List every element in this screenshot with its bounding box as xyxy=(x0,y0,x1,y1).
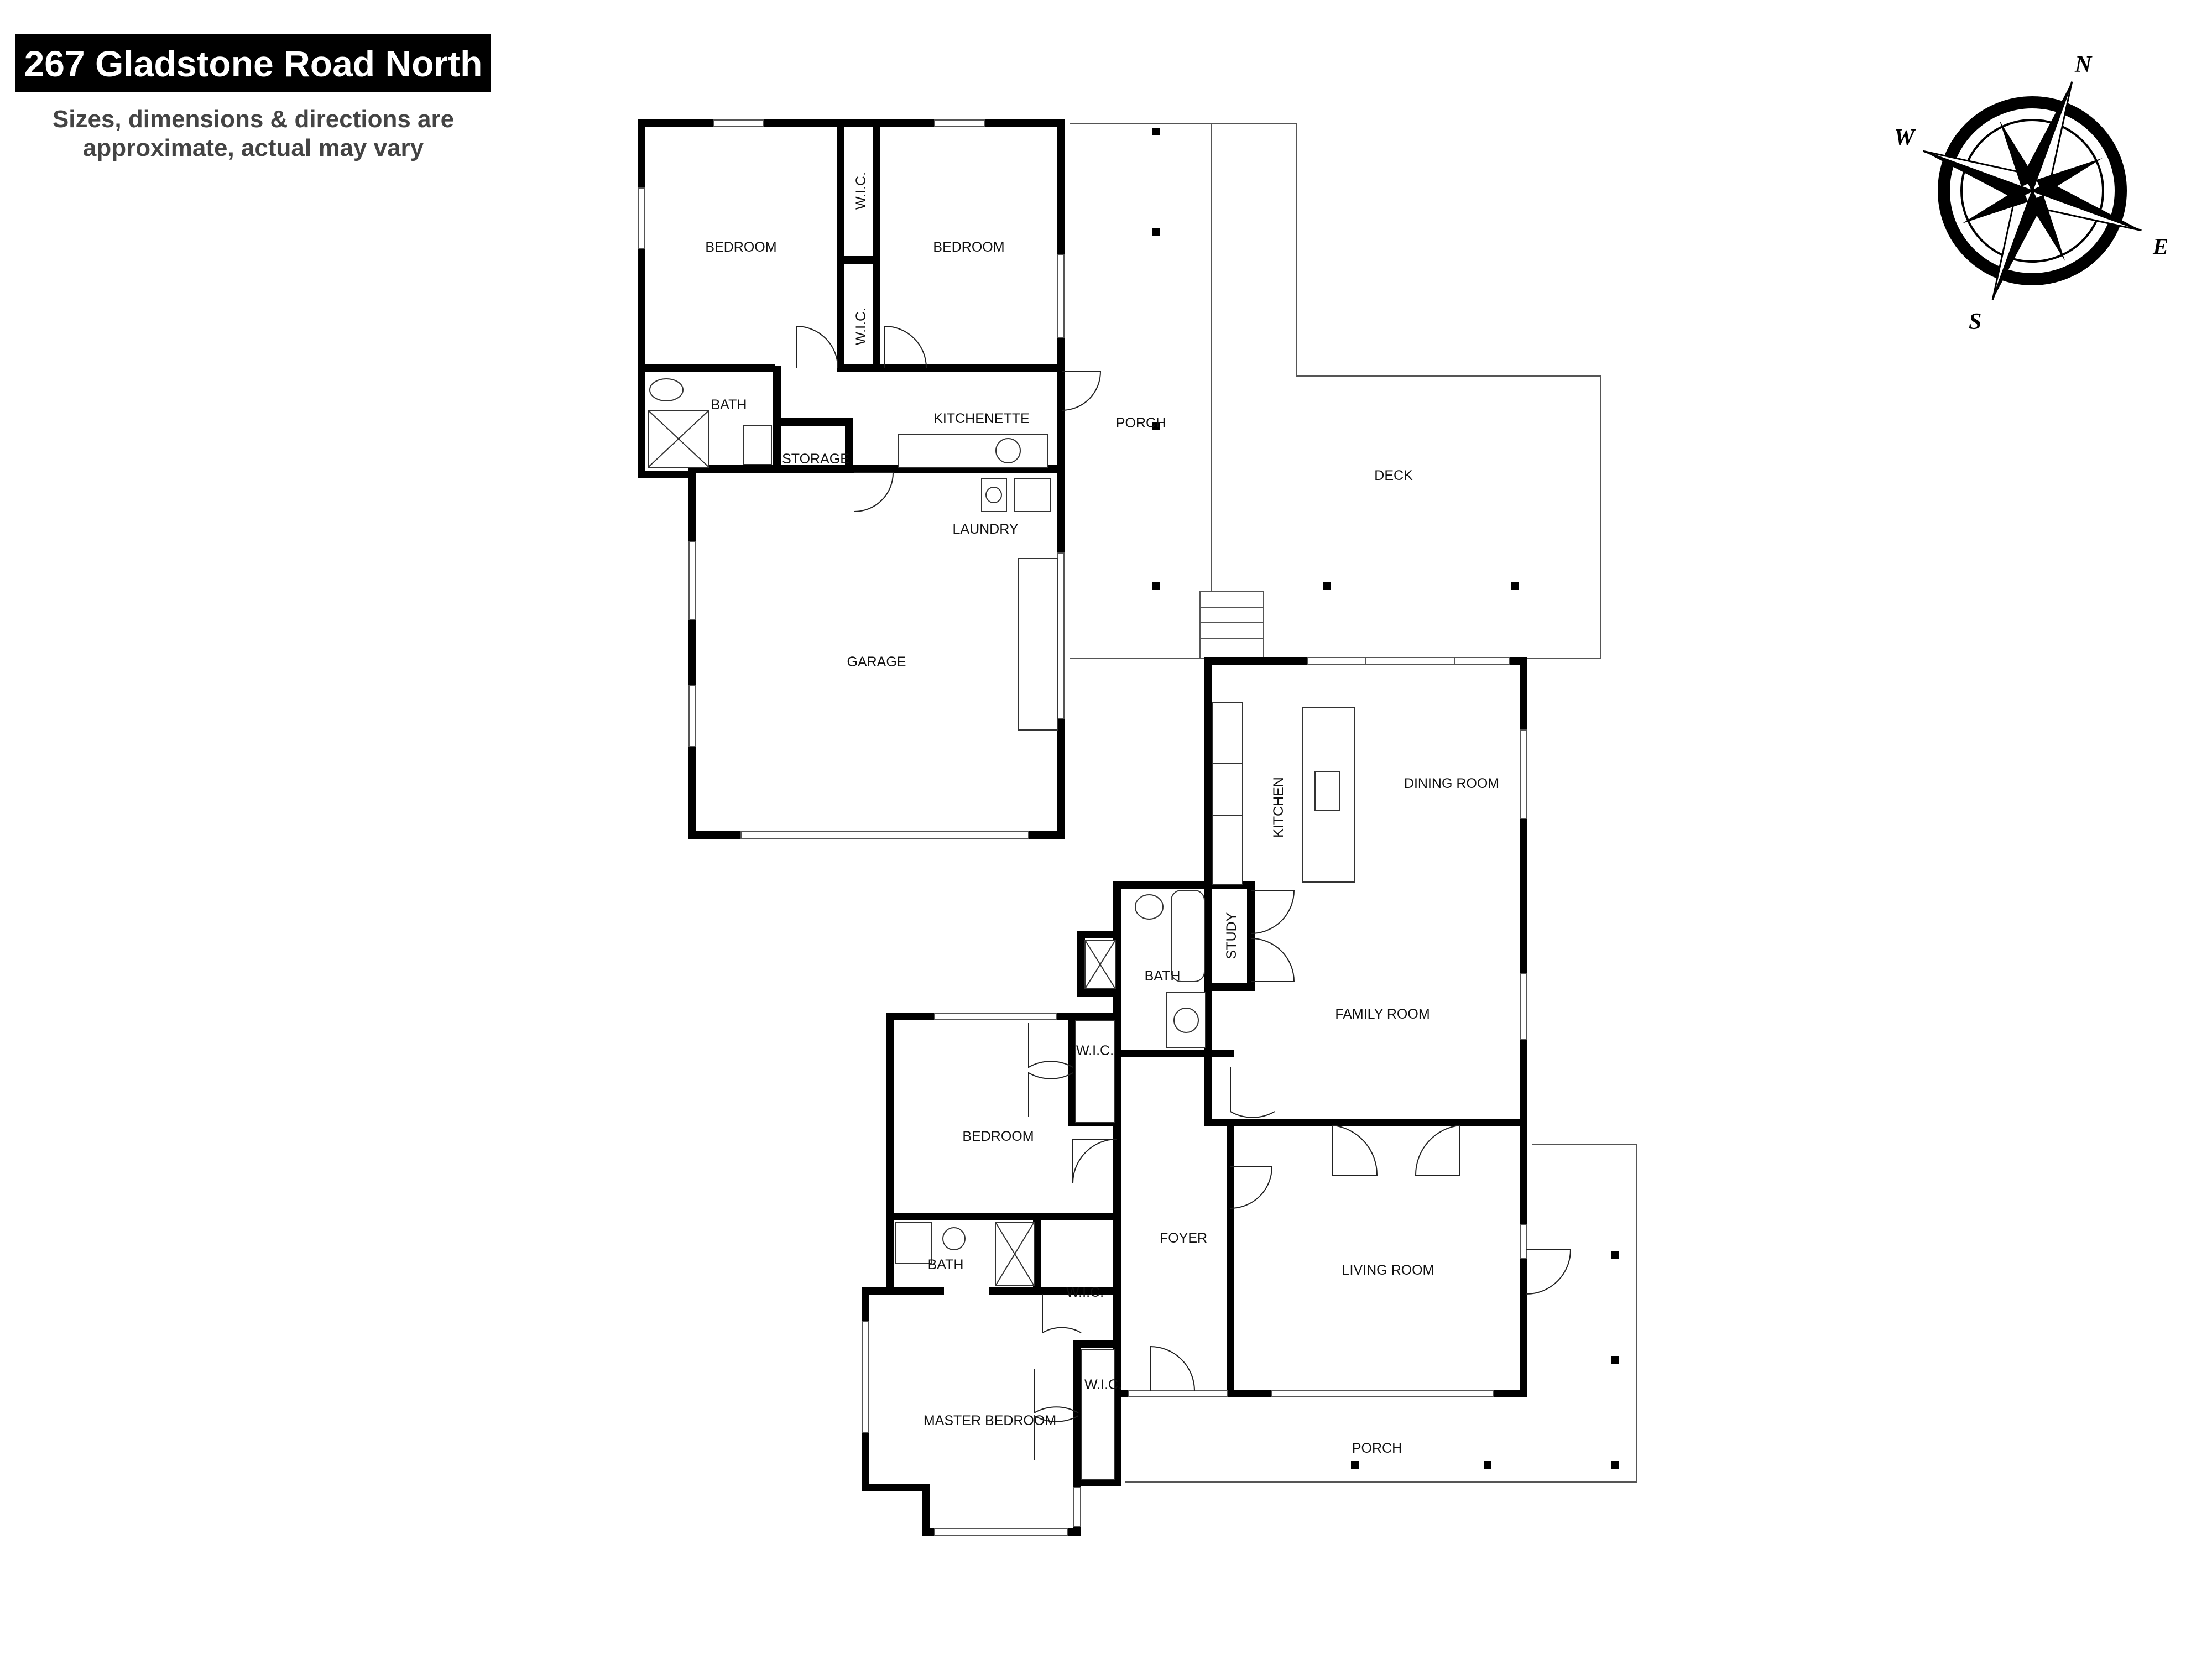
bathtub xyxy=(1171,890,1205,982)
sink-icon xyxy=(743,425,772,465)
label-bedroom-nw: BEDROOM xyxy=(705,239,776,255)
post xyxy=(1152,582,1160,590)
label-wic-master-top: W.I.C. xyxy=(1066,1285,1104,1300)
label-study: STUDY xyxy=(1224,912,1239,959)
label-porch-bottom: PORCH xyxy=(1352,1441,1402,1456)
label-family-room: FAMILY ROOM xyxy=(1335,1006,1430,1022)
post xyxy=(1152,228,1160,236)
compass-n: N xyxy=(2074,52,2093,77)
post xyxy=(1484,1461,1491,1469)
label-kitchen: KITCHEN xyxy=(1271,777,1286,838)
label-bedroom-ne: BEDROOM xyxy=(933,239,1004,255)
doors xyxy=(796,325,1572,1460)
label-bath-top: BATH xyxy=(711,397,747,413)
post xyxy=(1152,422,1160,430)
post xyxy=(1611,1461,1619,1469)
label-laundry: LAUNDRY xyxy=(952,521,1018,537)
garage-bench xyxy=(1018,558,1058,731)
label-dining-room: DINING ROOM xyxy=(1404,776,1499,791)
cooktop xyxy=(1212,763,1243,816)
toilet-icon xyxy=(1135,894,1164,920)
label-master-bedroom: MASTER BEDROOM xyxy=(924,1413,1056,1428)
label-wic-mid: W.I.C. xyxy=(853,307,869,345)
washer xyxy=(1014,478,1051,512)
compass-rose-icon: N E S W xyxy=(1894,52,2168,335)
fixtures xyxy=(648,378,1355,1480)
post xyxy=(1323,582,1331,590)
label-bath-mid: BATH xyxy=(1145,968,1181,984)
page-title: 267 Gladstone Road North xyxy=(15,34,491,92)
wardrobe-rail xyxy=(1075,1020,1115,1123)
label-foyer: FOYER xyxy=(1160,1230,1207,1246)
title-text: 267 Gladstone Road North xyxy=(24,43,483,84)
label-wic-top: W.I.C. xyxy=(853,172,869,210)
sink-icon xyxy=(995,438,1021,463)
label-storage: STORAGE xyxy=(782,451,849,467)
post xyxy=(1152,128,1160,135)
post xyxy=(1511,582,1519,590)
compass-s: S xyxy=(1969,309,1981,335)
kitchenette-counter xyxy=(898,434,1048,468)
label-porch-top: PORCH xyxy=(1116,415,1166,431)
wardrobe-rail xyxy=(1081,1349,1115,1480)
compass-w: W xyxy=(1894,125,1916,150)
room-labels: BEDROOM BEDROOM W.I.C. W.I.C. BATH KITCH… xyxy=(705,172,1499,1456)
disclaimer-line-2: approximate, actual may vary xyxy=(82,134,424,161)
label-bedroom-sw: BEDROOM xyxy=(962,1129,1034,1144)
label-kitchenette: KITCHENETTE xyxy=(933,411,1030,426)
disclaimer-line-1: Sizes, dimensions & directions are xyxy=(52,106,455,133)
compass-e: E xyxy=(2152,234,2168,260)
label-living-room: LIVING ROOM xyxy=(1342,1262,1434,1278)
post xyxy=(1611,1356,1619,1364)
label-deck: DECK xyxy=(1374,468,1413,483)
deck-steps xyxy=(1199,591,1264,659)
vanity xyxy=(895,1222,932,1264)
label-bath-master: BATH xyxy=(928,1257,964,1272)
post xyxy=(1351,1461,1359,1469)
post xyxy=(1611,1251,1619,1259)
toilet-icon xyxy=(649,378,684,401)
windows xyxy=(638,119,1527,1536)
label-wic-bed: W.I.C. xyxy=(1076,1043,1114,1058)
sink-icon xyxy=(942,1227,966,1250)
label-wic-master-side: W.I.C. xyxy=(1084,1377,1122,1392)
label-garage: GARAGE xyxy=(847,654,906,670)
walls xyxy=(638,119,1527,1536)
sink-icon xyxy=(1314,771,1340,811)
